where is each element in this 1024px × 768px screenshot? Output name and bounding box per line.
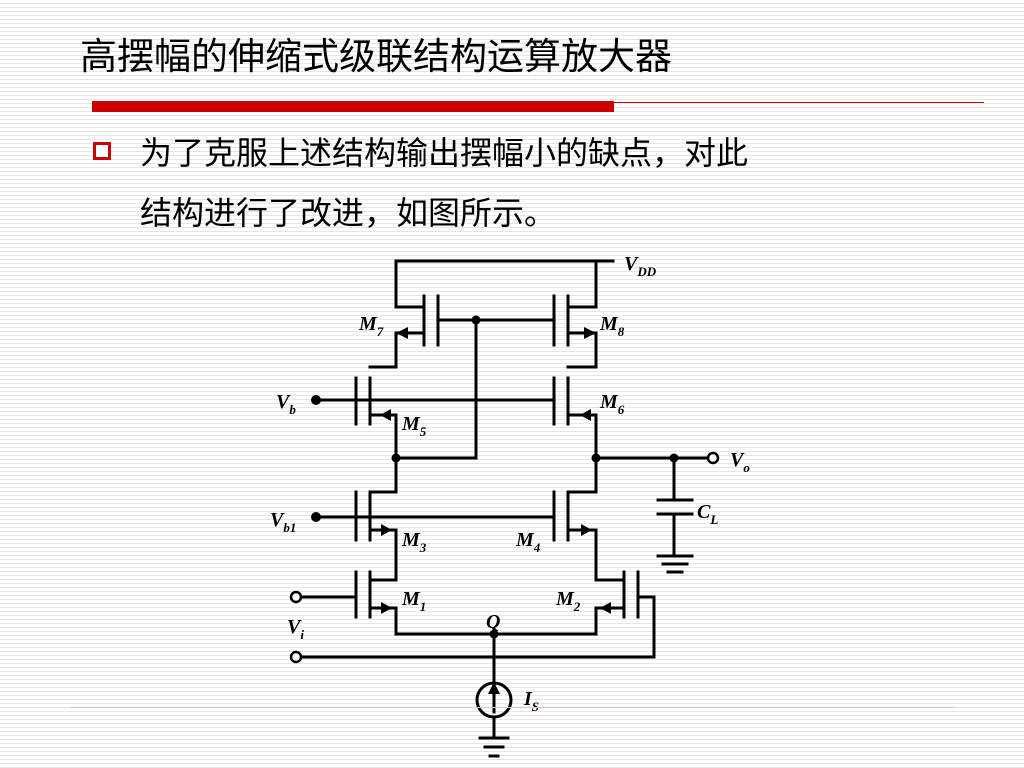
- bullet-text-line-1: 为了克服上述结构输出摆幅小的缺点，对此: [140, 134, 749, 172]
- m1-source-arrow: [381, 602, 392, 614]
- label-m2: M2: [555, 588, 581, 614]
- slide-title: 高摆幅的伸缩式级联结构运算放大器: [80, 35, 672, 78]
- footer-divider: [70, 707, 956, 708]
- vb1-terminal: [311, 512, 321, 522]
- label-m6: M6: [599, 391, 625, 417]
- vi-plus-terminal: [289, 590, 303, 604]
- m7-m8-gate-net: [394, 318, 478, 460]
- vb-terminal: [311, 395, 321, 405]
- junction-dot: [471, 315, 481, 325]
- junction-dot: [489, 629, 499, 639]
- m2-transistor: [294, 570, 656, 659]
- label-m7: M7: [358, 313, 384, 339]
- m7-source-arrow: [396, 327, 408, 339]
- cl-capacitor: [656, 456, 694, 574]
- m8-transistor: [474, 294, 598, 369]
- m3-source-arrow: [381, 524, 392, 536]
- label-vi: Vi: [287, 616, 304, 642]
- m8-source-arrow: [584, 327, 596, 339]
- vi-minus-terminal: [289, 650, 303, 664]
- is-arrowhead: [488, 682, 500, 694]
- label-q: Q: [486, 611, 500, 633]
- title-underline-thin: [614, 102, 984, 103]
- bullet-square-icon: [93, 142, 111, 160]
- label-m3: M3: [401, 529, 427, 555]
- label-m4: M4: [515, 529, 541, 555]
- title-underline-thick: [92, 101, 614, 112]
- vdd-rail: [394, 259, 615, 309]
- label-vo: Vo: [730, 449, 750, 475]
- junction-dot: [391, 453, 401, 463]
- label-vdd: VDD: [624, 253, 657, 279]
- label-m1: M1: [401, 588, 426, 614]
- m7-transistor: [394, 294, 478, 369]
- m6-source-arrow: [580, 409, 591, 421]
- m4-transistor: [552, 456, 598, 582]
- label-is: IS: [523, 688, 539, 714]
- label-m8: M8: [599, 313, 625, 339]
- m5-source-arrow: [380, 409, 391, 421]
- label-vb: Vb: [276, 391, 296, 417]
- m4-source-arrow: [581, 524, 592, 536]
- label-cl: CL: [697, 501, 718, 527]
- m5-transistor: [316, 365, 556, 460]
- bullet-text-line-2: 结构进行了改进，如图所示。: [140, 194, 557, 232]
- tail-net: [394, 632, 598, 758]
- vo-terminal: [706, 451, 720, 465]
- junction-dot: [669, 453, 679, 463]
- label-m5: M5: [401, 413, 427, 439]
- m3-transistor: [316, 456, 556, 582]
- junction-dot: [591, 453, 601, 463]
- label-vb1: Vb1: [270, 509, 296, 535]
- m2-source-arrow: [600, 602, 611, 614]
